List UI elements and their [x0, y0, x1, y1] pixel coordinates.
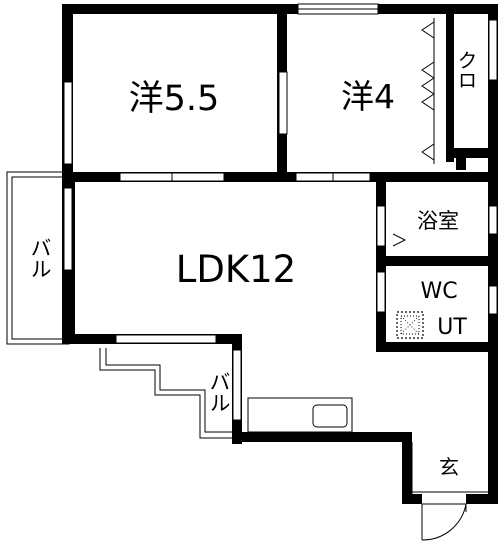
closet-hanger-marks — [421, 18, 435, 164]
room-label-closet: クロ — [454, 50, 478, 90]
windows — [63, 3, 498, 421]
washing-machine-icon — [396, 311, 424, 339]
room-label-ldk: LDK12 — [176, 248, 296, 291]
room-label-entrance: 玄 — [439, 455, 459, 479]
bath-door-mark — [392, 233, 407, 247]
room-label-western-1: 洋5.5 — [129, 79, 220, 119]
room-label-balcony-lower: バル — [207, 371, 231, 413]
entrance-area — [411, 442, 488, 494]
balcony-lower-outline — [99, 348, 237, 439]
room-label-western-2: 洋4 — [341, 77, 395, 116]
room-label-bathroom: 浴室 — [417, 209, 459, 233]
room-label-toilet: WC — [420, 279, 457, 304]
entrance-door-swing — [421, 503, 467, 541]
kitchen-counter — [247, 397, 353, 433]
room-label-balcony-left: バル — [28, 237, 52, 279]
room-label-utility: UT — [437, 315, 467, 340]
